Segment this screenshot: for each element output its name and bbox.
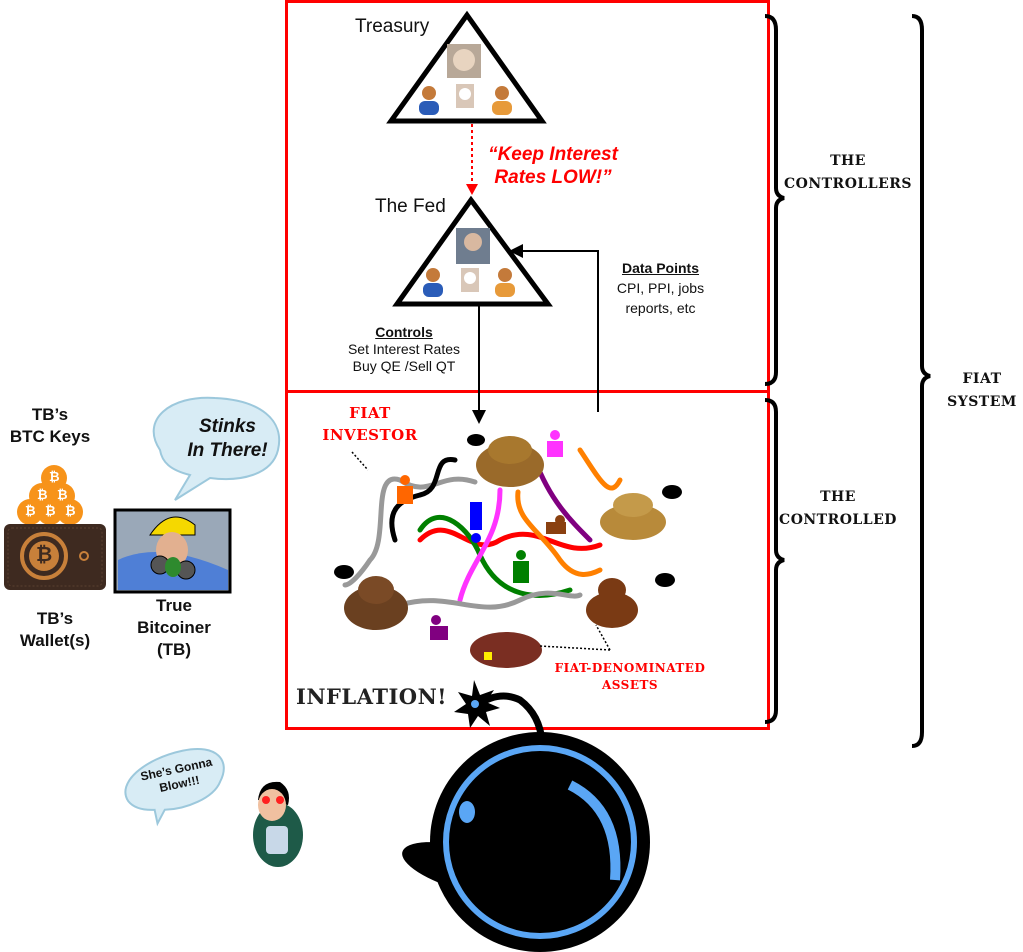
coin-symbol: ₿ [49,469,60,484]
btc-wallet-icon [4,524,106,590]
btc-keys-icon [17,465,83,525]
fed-label: The Fed [375,196,446,217]
data-points-caption: Data Points CPI, PPI, jobs reports, etc [608,258,713,318]
controls-line1: Set Interest Rates [347,341,461,357]
tb-line2: Bitcoiner [137,618,211,637]
fiat-investor-line1: FIAT [349,404,391,422]
controls-title: Controls [375,324,433,340]
stinks-speech-bubble [152,396,281,501]
inflation-bomb-icon [402,680,650,952]
btc-keys-line1: TB’s [31,405,69,424]
fiat-assets-line2: ASSETS [601,678,659,692]
data-points-line2: reports, etc [625,300,696,316]
coin-symbol: ₿ [65,503,76,518]
data-points-title: Data Points [621,260,699,276]
directive-quote: “Keep Interest Rates LOW!” [478,144,628,190]
fiat-system-bracket [911,14,931,748]
fiat-assets-line1: FIAT-DENOMINATED [554,661,706,675]
fiat-assets-label: FIAT-DENOMINATED ASSETS [545,660,715,694]
tb-line1: True [156,596,192,615]
investor-figures-icon [397,430,566,640]
treasury-label: Treasury [355,16,430,37]
btc-keys-label: TB’s BTC Keys [0,404,100,448]
fiat-system-line1: FIAT [962,371,1002,387]
fiat-investor-line2: INVESTOR [322,426,418,444]
controllers-line1: THE [830,153,866,169]
controllers-bracket-label: THE CONTROLLERS [778,150,918,196]
fly-icons [334,434,682,587]
market-chaos-lines [342,447,623,610]
controlled-line2: CONTROLLED [779,512,897,528]
directive-quote-line2: Rates LOW!” [494,166,612,188]
stinks-line1: Stinks [198,416,257,437]
coin-symbol: ₿ [45,503,56,518]
fiat-investor-label: FIAT INVESTOR [320,402,420,446]
coin-symbol: ₿ [25,503,36,518]
data-points-arrowhead [509,244,523,258]
wallet-label: TB’s Wallet(s) [0,608,110,652]
btc-keys-line2: BTC Keys [9,427,91,446]
wallet-coin-symbol: ₿ [36,544,53,566]
true-bitcoiner-label: True Bitcoiner (TB) [118,595,230,661]
fiat-asset-piles [344,436,666,668]
tb-line3: (TB) [157,640,191,659]
controls-caption: Controls Set Interest Rates Buy QE /Sell… [328,324,480,375]
directive-quote-line1: “Keep Interest [488,144,618,165]
fed-members-icon [423,228,515,297]
wallet-line2: Wallet(s) [19,631,91,650]
data-points-line1: CPI, PPI, jobs [616,280,705,296]
controlled-line1: THE [820,489,856,505]
directive-arrowhead [466,184,478,195]
inflation-label: INFLATION! [296,684,447,709]
coin-symbol: ₿ [57,487,68,502]
controllers-bracket [764,14,785,386]
wallet-line1: TB’s [36,609,74,628]
fiat-system-bracket-label: FIAT SYSTEM [942,368,1022,414]
treasury-members-icon [419,44,512,115]
stinks-speech-text: Stinks In There! [180,415,275,463]
controllers-line2: CONTROLLERS [784,176,912,192]
controls-arrowhead [472,410,486,424]
coin-symbol: ₿ [37,487,48,502]
gonna-blow-speech-bubble [124,748,225,827]
bomb-watcher-icon [253,781,303,867]
label-pointers [351,451,611,651]
fiat-system-line2: SYSTEM [947,394,1017,410]
controlled-bracket [764,398,785,724]
controlled-box [285,390,770,730]
data-points-arrow [523,250,599,412]
controlled-bracket-label: THE CONTROLLED [778,486,898,532]
controls-line2: Buy QE /Sell QT [352,358,456,374]
stinks-line2: In There! [187,440,268,461]
true-bitcoiner-icon [113,508,232,594]
